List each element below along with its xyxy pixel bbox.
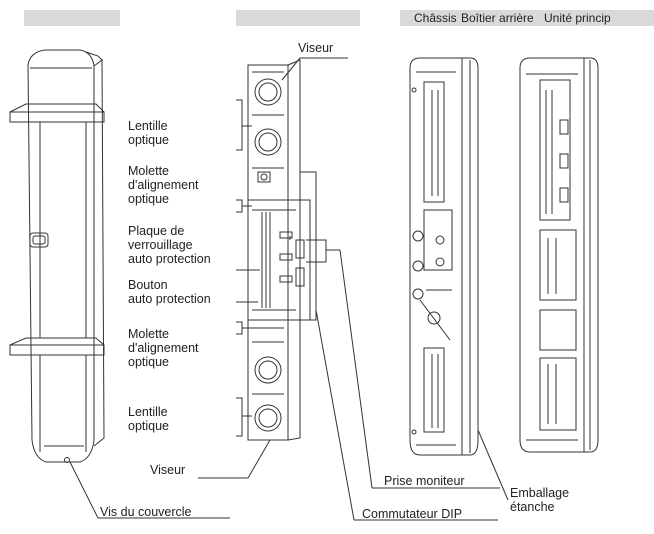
leader-lines <box>69 57 509 521</box>
internal-view <box>247 59 317 441</box>
header-back-case: Boîtier arrière <box>461 11 534 25</box>
label-prise-moniteur: Prise moniteur <box>384 474 465 488</box>
label-vis-couvercle: Vis du couvercle <box>100 505 192 519</box>
header-chassis: Châssis <box>414 11 457 25</box>
header-bar-3 <box>400 10 654 26</box>
top-lens-upper <box>254 78 282 106</box>
chassis-view <box>409 57 479 456</box>
front-cover-view <box>9 49 105 463</box>
top-lens-lower <box>254 128 282 156</box>
bottom-lens-lower <box>254 404 282 432</box>
label-viseur-top: Viseur <box>298 41 334 55</box>
label-viseur-bottom: Viseur <box>150 463 186 477</box>
header-bar-2 <box>236 10 360 26</box>
header-bar-1 <box>24 10 120 26</box>
header-main-unit: Unité princip <box>544 11 611 25</box>
label-commutateur-dip: Commutateur DIP <box>362 507 463 521</box>
bottom-lens-upper <box>254 356 282 384</box>
main-unit-view <box>519 57 599 453</box>
